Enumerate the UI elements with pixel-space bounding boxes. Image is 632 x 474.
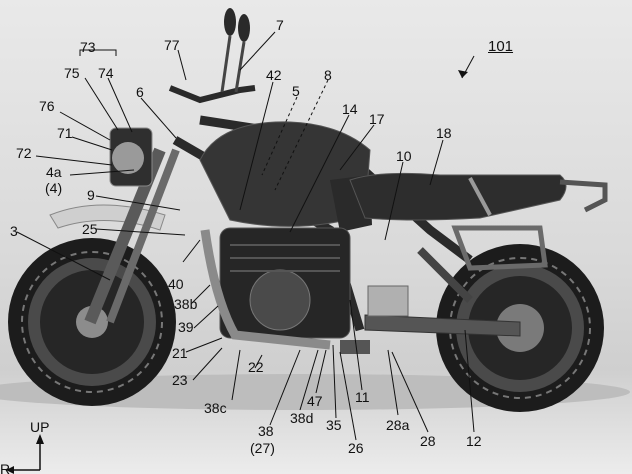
leader-74 [107, 77, 133, 133]
sidestand [340, 340, 370, 354]
label-7: 7 [276, 17, 284, 33]
leader-77 [177, 49, 187, 81]
label-74: 74 [98, 65, 114, 81]
label-4a: 4a [46, 164, 62, 180]
label-71: 71 [57, 125, 73, 141]
leader-21 [185, 337, 223, 353]
direction-arrows [10, 440, 41, 471]
label-39: 39 [178, 319, 194, 335]
label-38: 38 [258, 423, 274, 439]
label-5: 5 [292, 83, 300, 99]
arrow-101-head [458, 70, 468, 78]
label-14: 14 [342, 101, 358, 117]
leader-47 [315, 349, 327, 394]
rear-shock [417, 247, 473, 303]
figure-number: 101 [488, 38, 514, 55]
leader-14 [289, 114, 350, 233]
label-18: 18 [436, 125, 452, 141]
exhaust-pipe [200, 229, 331, 350]
leader-76 [59, 111, 111, 141]
handlebar [168, 85, 256, 104]
label-10: 10 [396, 148, 412, 164]
side-rack [451, 225, 548, 271]
label-47: 47 [307, 393, 323, 409]
leader-9 [95, 195, 181, 211]
label-rear: R [0, 461, 11, 474]
leader-11 [349, 299, 363, 391]
footpeg-bracket [367, 285, 409, 317]
leader-lines [16, 31, 475, 441]
label-73: 73 [80, 39, 96, 55]
leader-38b [191, 284, 211, 304]
rear-arrowhead [6, 466, 14, 474]
leader-28a [387, 349, 399, 416]
leader-72 [35, 155, 113, 166]
up-arrowhead [36, 434, 44, 444]
label-4: (4) [45, 180, 63, 196]
label-38c: 38c [204, 400, 227, 416]
leader-3 [16, 231, 111, 281]
leader-26 [339, 351, 357, 441]
label-up: UP [30, 419, 50, 435]
label-27: (27) [250, 440, 275, 456]
label-25: 25 [82, 221, 98, 237]
bracket-73 [79, 49, 117, 56]
leader-18 [429, 139, 444, 186]
leader-12 [464, 329, 475, 433]
label-17: 17 [369, 111, 385, 127]
leader-6 [140, 97, 177, 139]
label-3: 3 [10, 223, 18, 239]
seat [349, 172, 567, 221]
leader-38c [231, 349, 241, 401]
label-28: 28 [420, 433, 436, 449]
label-21: 21 [172, 345, 188, 361]
label-22: 22 [248, 359, 264, 375]
leader-10 [384, 161, 404, 241]
leader-17 [339, 124, 375, 171]
label-38b: 38b [174, 296, 198, 312]
headlight [112, 142, 144, 174]
label-75: 75 [64, 65, 80, 81]
label-77: 77 [164, 37, 180, 53]
label-76: 76 [39, 98, 55, 114]
rear-rack [559, 179, 608, 213]
leader-42 [239, 81, 274, 211]
label-28a: 28a [386, 417, 410, 433]
mirror-right [238, 14, 250, 42]
leader-22 [254, 354, 263, 369]
label-72: 72 [16, 145, 32, 161]
engine-case [249, 269, 311, 331]
leader-38d [299, 349, 319, 411]
front-fork-rear [106, 148, 180, 324]
leader-25 [95, 228, 186, 236]
label-26: 26 [348, 440, 364, 456]
leader-28 [391, 351, 429, 433]
leader-71 [71, 136, 113, 151]
swingarm [364, 314, 521, 337]
leader-23 [192, 347, 223, 381]
leader-39 [193, 305, 219, 329]
label-23: 23 [172, 372, 188, 388]
label-6: 6 [136, 84, 144, 100]
label-35: 35 [326, 417, 342, 433]
leader-35 [332, 344, 337, 419]
leader-40 [182, 239, 201, 263]
leader-5 [261, 96, 298, 176]
label-11: 11 [355, 389, 370, 405]
label-38d: 38d [290, 410, 314, 426]
label-40: 40 [168, 276, 184, 292]
label-42: 42 [266, 67, 282, 83]
leader-8 [274, 79, 329, 191]
label-8: 8 [324, 67, 332, 83]
label-9: 9 [87, 187, 95, 203]
leader-38 [269, 349, 301, 426]
mirror-left [224, 8, 236, 36]
leader-75 [84, 77, 119, 131]
leader-4a [69, 169, 135, 176]
leader-7 [239, 31, 276, 71]
label-12: 12 [466, 433, 482, 449]
